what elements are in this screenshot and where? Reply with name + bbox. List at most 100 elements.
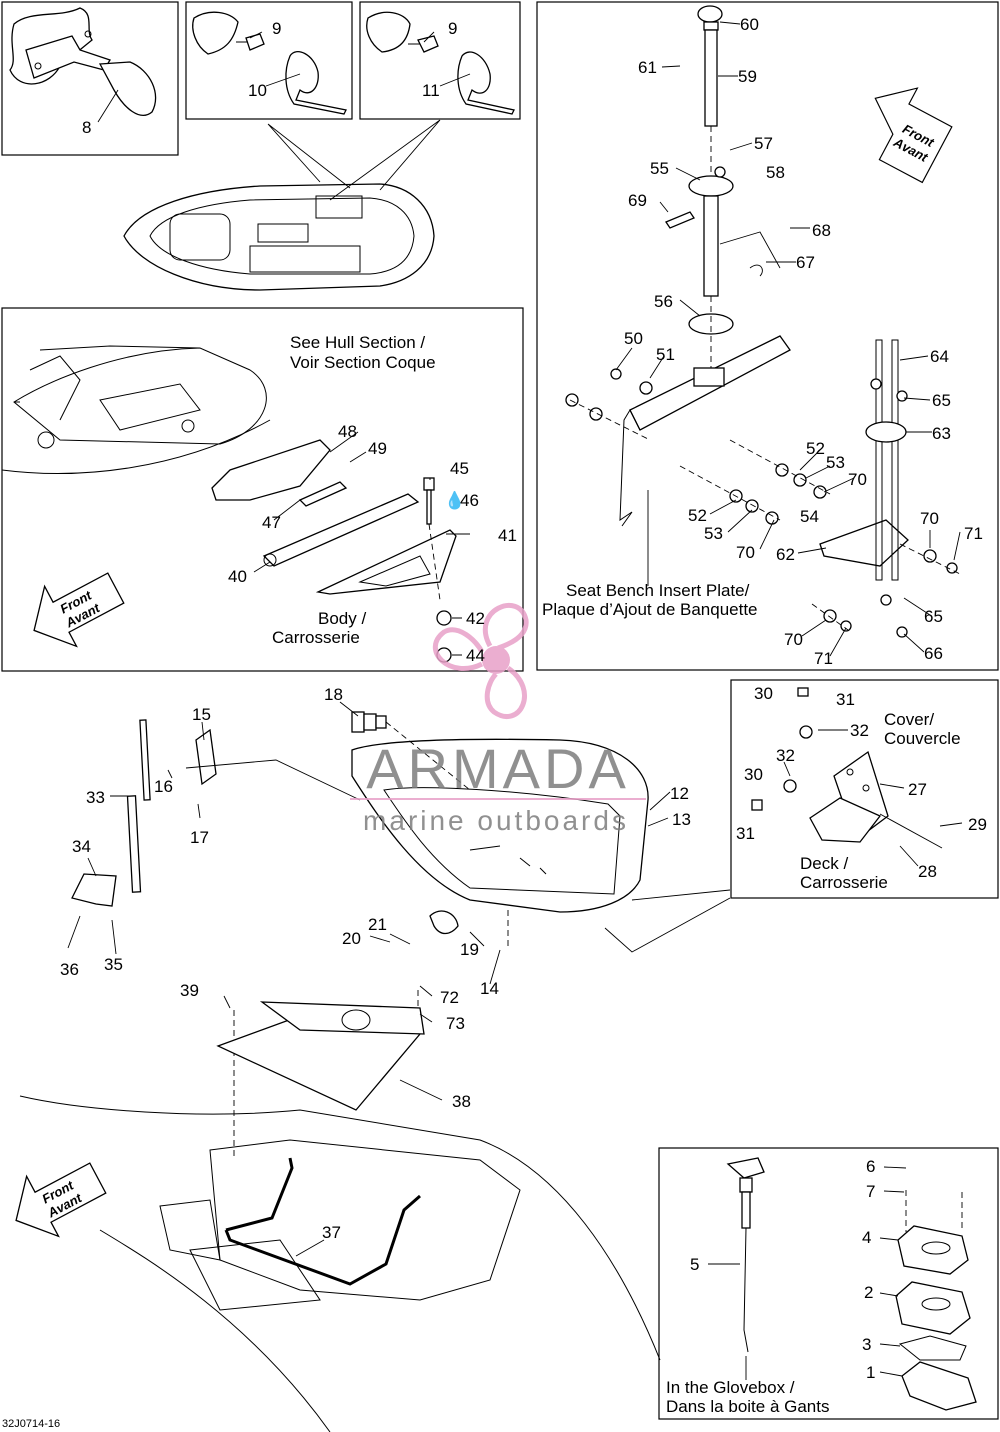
callout-47: 47 xyxy=(262,513,281,532)
leader-lines-top xyxy=(267,119,441,201)
caption-body-line2: Carrosserie xyxy=(272,628,360,647)
part-hinge-27 xyxy=(809,750,889,843)
caption-seat-line2: Plaque d’Ajout de Banquette xyxy=(542,600,758,619)
callout-21: 21 xyxy=(368,915,387,934)
callout-39: 39 xyxy=(180,981,199,1000)
callout-36: 36 xyxy=(60,960,79,979)
callout-65: 65 xyxy=(932,391,951,410)
caption-hull-line1: See Hull Section / xyxy=(290,333,425,352)
callout-48: 48 xyxy=(338,422,357,441)
pin-28 xyxy=(879,813,943,849)
oil-drop-icon: 💧 xyxy=(444,490,465,510)
callout-41: 41 xyxy=(498,526,517,545)
part-rail-40 xyxy=(262,493,420,567)
caption-cover-line1: Cover/ xyxy=(884,710,934,729)
axis-lid xyxy=(233,910,509,1160)
part-hull-deck xyxy=(19,1095,661,1432)
captions: See Hull Section / Voir Section Coque Bo… xyxy=(2,333,961,1430)
bracket-15 xyxy=(195,728,217,786)
axis-seat xyxy=(569,399,961,631)
part-latch-base xyxy=(895,1225,977,1411)
callout-60: 60 xyxy=(740,15,759,34)
clip-19 xyxy=(429,910,459,935)
part-bracket-62 xyxy=(819,339,909,581)
callout-53: 53 xyxy=(826,453,845,472)
callout-12: 12 xyxy=(670,784,689,803)
part-tie-left xyxy=(192,11,347,115)
part-strip-47 xyxy=(298,481,348,507)
callout-31: 31 xyxy=(736,824,755,843)
bracket-34 xyxy=(71,873,117,907)
callout-40: 40 xyxy=(228,567,247,586)
callout-27: 27 xyxy=(908,780,927,799)
callout-28: 28 xyxy=(918,862,937,881)
washer-32b xyxy=(783,779,797,793)
callout-65: 65 xyxy=(924,607,943,626)
callout-leaders xyxy=(67,21,963,1380)
panel-hull-section xyxy=(1,307,524,672)
part-latch-handle-5 xyxy=(726,1157,765,1353)
callout-64: 64 xyxy=(930,347,949,366)
part-bench-plate xyxy=(619,335,791,527)
caption-deck-line2: Carrosserie xyxy=(800,873,888,892)
part-gas-strut-33 xyxy=(126,719,151,893)
callout-18: 18 xyxy=(324,685,343,704)
callout-68: 68 xyxy=(812,221,831,240)
callout-34: 34 xyxy=(72,837,91,856)
callout-42: 42 xyxy=(466,609,485,628)
axis-18 xyxy=(385,721,471,791)
screw-30b xyxy=(751,799,763,811)
panel-clamp-detail xyxy=(1,1,179,156)
part-washers-seat xyxy=(565,166,958,638)
callout-7: 7 xyxy=(866,1182,875,1201)
panel-tie-detail-right xyxy=(359,1,521,120)
propeller-icon xyxy=(432,602,529,719)
callout-17: 17 xyxy=(190,828,209,847)
callout-70: 70 xyxy=(848,470,867,489)
callout-58: 58 xyxy=(766,163,785,182)
callout-9: 9 xyxy=(272,19,281,38)
armada-logo-watermark: ARMADA marine outboards xyxy=(350,602,646,836)
callout-10: 10 xyxy=(248,81,267,100)
panel-tie-detail-left xyxy=(185,1,353,120)
caption-hull-line2: Voir Section Coque xyxy=(290,353,436,372)
callout-52: 52 xyxy=(806,439,825,458)
axis-glove xyxy=(905,1190,963,1232)
callout-67: 67 xyxy=(796,253,815,272)
part-bolt-45 xyxy=(423,477,435,525)
seal-37 xyxy=(224,1157,421,1286)
clip-69 xyxy=(665,211,695,229)
callout-44: 44 xyxy=(466,646,485,665)
part-hull-top-view xyxy=(123,183,435,291)
part-tie-right xyxy=(366,11,515,115)
callout-33: 33 xyxy=(86,788,105,807)
part-knob-18 xyxy=(351,711,387,733)
axis-45 xyxy=(428,523,441,601)
callout-13: 13 xyxy=(672,810,691,829)
callout-46: 46 xyxy=(460,491,479,510)
callout-52: 52 xyxy=(688,506,707,525)
callout-71: 71 xyxy=(964,524,983,543)
callout-8: 8 xyxy=(82,118,91,137)
callout-32: 32 xyxy=(850,721,869,740)
callout-6: 6 xyxy=(866,1157,875,1176)
callout-63: 63 xyxy=(932,424,951,443)
caption-cover-line2: Couvercle xyxy=(884,729,961,748)
watermark-brand: ARMADA xyxy=(366,737,630,800)
callout-54: 54 xyxy=(800,507,819,526)
callout-72: 72 xyxy=(440,988,459,1007)
panel-seat-bench xyxy=(536,1,999,671)
callout-37: 37 xyxy=(322,1223,341,1242)
front-arrow-icon-top: Front Avant xyxy=(874,87,953,184)
callout-70: 70 xyxy=(784,630,803,649)
front-arrow-icon: Front Avant xyxy=(33,572,125,648)
leader-lid xyxy=(185,759,731,953)
part-panel-41 xyxy=(315,529,457,595)
callout-50: 50 xyxy=(624,329,643,348)
callout-15: 15 xyxy=(192,705,211,724)
callout-4: 4 xyxy=(862,1228,871,1247)
part-panel-38 xyxy=(216,1001,425,1111)
part-lid-12 xyxy=(351,738,649,913)
washer-32a xyxy=(799,725,813,739)
